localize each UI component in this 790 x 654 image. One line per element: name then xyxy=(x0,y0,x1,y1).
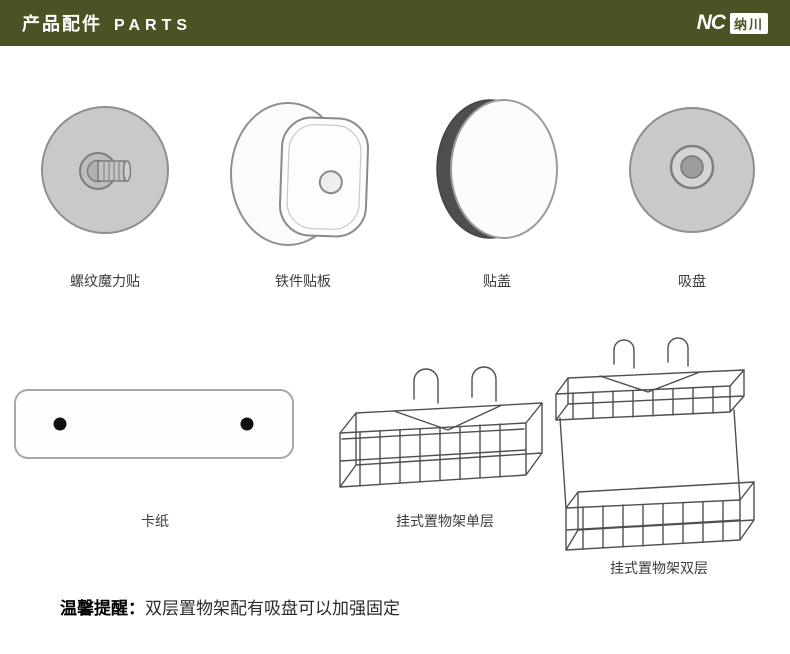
part-label-cover-sticker: 贴盖 xyxy=(483,273,511,289)
card-paper-figure xyxy=(12,386,298,464)
single-layer-rack-icon xyxy=(339,366,543,488)
threaded-magic-sticker-icon xyxy=(41,106,169,234)
header: 产品配件 PARTS NC 纳川 xyxy=(0,0,790,46)
page-title: 产品配件 PARTS xyxy=(22,10,192,36)
double-layer-rack-icon xyxy=(555,337,755,551)
iron-plate-icon xyxy=(230,102,370,246)
reminder-note-prefix: 温馨提醒： xyxy=(60,599,145,618)
iron-plate-figure xyxy=(228,92,378,257)
single-layer-rack-figure xyxy=(330,335,560,500)
page-title-cn: 产品配件 xyxy=(22,14,102,34)
cover-sticker-figure xyxy=(432,92,562,247)
double-layer-rack-figure xyxy=(548,312,770,557)
suction-cup-icon xyxy=(629,107,755,233)
part-label-iron-plate: 铁件贴板 xyxy=(275,273,331,289)
brand-logo: NC 纳川 xyxy=(697,11,768,35)
suction-cup-figure xyxy=(626,100,758,240)
brand-logo-mark: NC xyxy=(696,11,726,34)
threaded-magic-sticker-figure xyxy=(38,100,172,240)
part-label-card-paper: 卡纸 xyxy=(141,513,169,529)
part-label-double-layer-rack: 挂式置物架双层 xyxy=(610,560,708,576)
card-paper-icon xyxy=(14,389,294,459)
cover-sticker-icon xyxy=(436,99,558,239)
part-label-suction-cup: 吸盘 xyxy=(678,273,706,289)
page-title-en: PARTS xyxy=(114,17,193,34)
brand-logo-name: 纳川 xyxy=(729,12,768,34)
reminder-note: 温馨提醒：双层置物架配有吸盘可以加强固定 xyxy=(60,594,400,619)
reminder-note-text: 双层置物架配有吸盘可以加强固定 xyxy=(145,599,400,618)
part-label-single-layer-rack: 挂式置物架单层 xyxy=(396,513,494,529)
part-label-threaded-magic-sticker: 螺纹魔力贴 xyxy=(70,273,140,289)
